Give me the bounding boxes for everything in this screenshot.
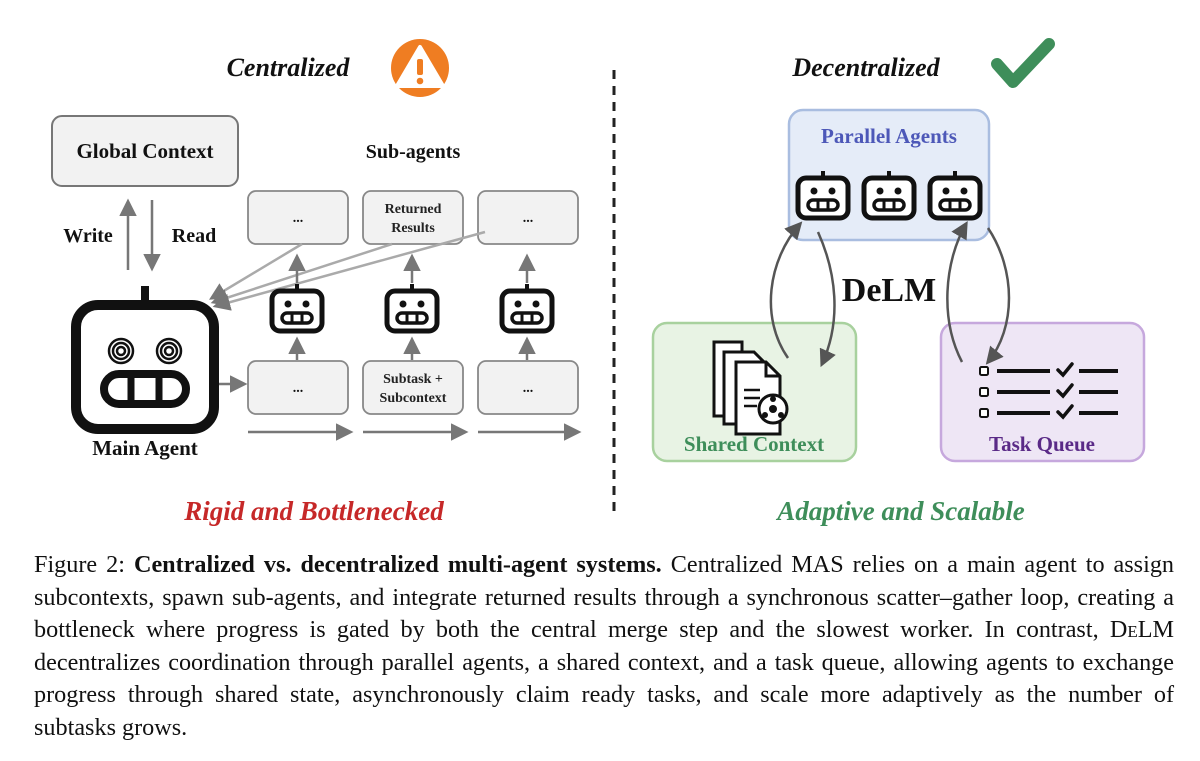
decentralized-title: Decentralized (791, 53, 940, 82)
shared-document-icon (712, 340, 789, 436)
result-box-1-text: ... (293, 211, 304, 226)
subagent-robot-icon-3 (502, 284, 552, 331)
return-arrow-1 (208, 242, 303, 300)
result-box-3 (477, 190, 579, 245)
figure-caption: Figure 2: Centralized vs. decentralized … (34, 549, 1174, 744)
centralized-panel: Centralized Global Context Write Read Su… (51, 39, 582, 526)
figure-label: Figure 2: (34, 551, 125, 578)
warning-icon (391, 39, 449, 97)
returned-results-line1: Returned (385, 202, 442, 217)
main-agent-label: Main Agent (92, 436, 198, 460)
arrow-queue-to-agents (946, 220, 968, 363)
result-box-1 (247, 190, 349, 245)
subagent-robot-icon-2 (387, 284, 437, 331)
result-box-3-text: ... (523, 211, 534, 226)
mas-diagram: Centralized Global Context Write Read Su… (51, 38, 1146, 526)
decentralized-verdict: Adaptive and Scalable (775, 496, 1024, 526)
read-label: Read (172, 225, 216, 247)
arrow-agents-to-shared (816, 231, 836, 368)
check-icon (991, 38, 1055, 88)
caption-bold-title: Centralized vs. decentralized multi-agen… (133, 551, 662, 578)
global-context-box (51, 115, 239, 187)
delm-label: DeLM (842, 272, 936, 309)
return-arrow-3 (212, 230, 486, 311)
result-box-2 (362, 190, 464, 245)
subtask-line1: Subtask + (383, 372, 443, 387)
subtask-box-3 (477, 360, 579, 415)
global-context-label: Global Context (76, 139, 213, 163)
caption-text-part2: decentralizes coordination through paral… (34, 648, 1174, 741)
write-label: Write (63, 225, 113, 247)
parallel-robot-icon-3 (930, 171, 980, 218)
main-agent-robot-icon (71, 286, 219, 434)
parallel-robot-icon-1 (798, 171, 848, 218)
returned-results-line2: Results (391, 221, 435, 236)
subagents-label: Sub-agents (366, 141, 461, 163)
centralized-verdict: Rigid and Bottlenecked (183, 496, 444, 526)
arrow-agents-to-queue (985, 227, 1011, 365)
arrow-shared-to-agents (769, 221, 803, 359)
parallel-agents-label: Parallel Agents (821, 124, 957, 148)
return-arrow-2 (210, 242, 393, 306)
checklist-icon (979, 362, 1118, 420)
subtask-box-1 (247, 360, 349, 415)
decentralized-panel: Decentralized Parallel Agents DeLM Share… (651, 38, 1146, 526)
shared-context-label: Shared Context (684, 432, 824, 456)
subtask-box-2 (362, 360, 464, 415)
caption-delm-name: DeLM (1109, 616, 1175, 643)
subtask-box-3-text: ... (523, 381, 534, 396)
task-queue-label: Task Queue (989, 432, 1095, 456)
caption-text-part1: Centralized MAS relies on a main agent t… (34, 551, 1175, 643)
centralized-title: Centralized (227, 53, 351, 82)
subagent-robot-icon-1 (272, 284, 322, 331)
subtask-box-1-text: ... (293, 381, 304, 396)
subtask-line2: Subcontext (380, 391, 447, 406)
parallel-robot-icon-2 (864, 171, 914, 218)
